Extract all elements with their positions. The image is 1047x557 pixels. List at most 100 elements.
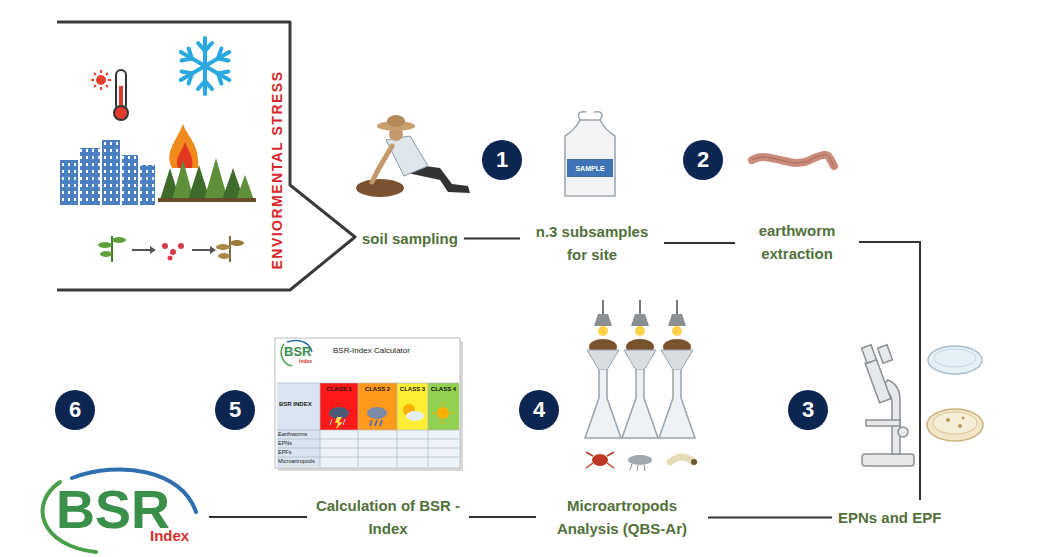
calculator-table <box>343 419 345 425</box>
city-icon <box>60 140 155 205</box>
callout-number: 6 <box>69 397 81 423</box>
class-cell: CLASS 3 <box>397 383 428 430</box>
step-number-circle: 4 <box>519 390 559 430</box>
plant-decline-icon <box>229 236 231 262</box>
sample-bag-icon <box>565 120 615 196</box>
step-text: EPNs and EPF <box>838 506 941 529</box>
berlese-funnel-icon <box>585 300 621 438</box>
calculator-table <box>370 420 372 426</box>
class-label: CLASS 3 <box>397 383 428 392</box>
class-cell: CLASS 2 <box>358 383 397 430</box>
petri-dish-icon <box>934 349 976 367</box>
city-icon <box>60 140 155 202</box>
plant-decline-icon <box>218 253 230 259</box>
step-number-circle: 2 <box>683 140 723 180</box>
plant-decline-icon <box>98 242 112 248</box>
petri-dish-icon <box>962 417 965 420</box>
fire-icon <box>177 142 193 168</box>
step-number-circle: 6 <box>55 390 95 430</box>
calculator-table <box>403 404 424 421</box>
fire-icon <box>169 124 198 168</box>
calculator-table <box>358 383 359 467</box>
flow-connector <box>708 517 832 519</box>
calculator-table <box>330 419 332 425</box>
calculator-table <box>367 407 387 419</box>
plant-decline-icon <box>210 246 216 254</box>
class-cell: CLASS 4 <box>428 383 459 430</box>
microarthropod-icons <box>691 459 697 465</box>
logo-swoosh <box>43 469 196 552</box>
callout-number: 3 <box>802 397 814 423</box>
farmer-figure <box>387 115 405 127</box>
microarthropod-icons <box>607 452 614 456</box>
plant-decline-icon <box>150 246 156 254</box>
table-text: BSR-Index Calculator <box>333 347 410 355</box>
forest-icon <box>236 175 254 200</box>
flow-connector <box>859 242 920 500</box>
sun-thermometer-icon <box>91 70 111 90</box>
calculator-table <box>437 407 449 419</box>
callout-number: 5 <box>229 397 241 423</box>
sun-thermometer-icon <box>96 75 106 85</box>
callout-number: 1 <box>496 147 508 173</box>
step-label: Calculation of BSR - Index <box>313 494 463 540</box>
step-label: earthworm extraction <box>741 219 853 265</box>
calculator-table <box>277 439 459 440</box>
microarthropod-icons <box>592 454 608 466</box>
calculator-table <box>320 383 358 430</box>
snowflake-icon <box>177 38 232 94</box>
sample-bag-icon <box>565 112 615 196</box>
plant-decline-icon <box>216 244 230 250</box>
step-label: EPNs and EPF <box>838 506 941 529</box>
berlese-funnel-icon <box>598 326 608 336</box>
plant-decline-icon <box>112 237 126 243</box>
step-number-circle: 5 <box>215 390 255 430</box>
city-icon <box>80 148 100 202</box>
microscope-icon <box>862 345 914 466</box>
snowflake-icon <box>177 46 208 72</box>
city-icon <box>122 155 138 205</box>
calculator-table <box>277 430 459 431</box>
arrow-outline <box>57 22 355 290</box>
plant-decline-icon <box>192 249 210 251</box>
calculator-table <box>330 419 345 425</box>
calculator-table <box>432 402 454 424</box>
flow-connector <box>209 516 307 518</box>
city-icon <box>102 140 120 202</box>
calculator-table <box>428 383 429 467</box>
class-cell: CLASS 1 <box>320 383 358 430</box>
step-text: soil sampling <box>362 227 458 250</box>
microarthropod-icons <box>628 455 652 465</box>
farmer-figure <box>386 136 428 176</box>
farmer-figure <box>356 179 404 197</box>
table-text: BSR <box>284 345 311 358</box>
berlese-funnel-icon <box>659 300 695 438</box>
plant-decline-icon <box>170 249 176 255</box>
petri-dish-icon <box>927 346 983 441</box>
calculator-table <box>432 412 435 414</box>
berlese-funnel-icon <box>622 300 658 438</box>
petri-dish-icon <box>946 418 950 422</box>
fire-icon <box>169 124 198 168</box>
table-text: Index <box>150 528 189 543</box>
microscope-icon <box>866 420 900 426</box>
microarthropod-icons <box>586 452 614 468</box>
microscope-icon <box>865 359 891 403</box>
calculator-table <box>277 383 459 467</box>
petri-dish-icon <box>933 412 977 434</box>
city-icon <box>60 160 78 202</box>
microscope-icon <box>898 427 908 437</box>
table-text: EPNs <box>278 441 292 447</box>
calculator-table <box>275 338 460 468</box>
sun-thermometer-icon <box>100 70 102 73</box>
microarthropod-icons <box>586 463 593 468</box>
microscope-icon <box>862 345 877 363</box>
calculator-table <box>320 383 321 467</box>
plant-decline-icon <box>162 243 168 249</box>
city-icon <box>80 148 100 205</box>
calculator-table <box>432 402 454 424</box>
class-label: CLASS 2 <box>358 383 397 392</box>
